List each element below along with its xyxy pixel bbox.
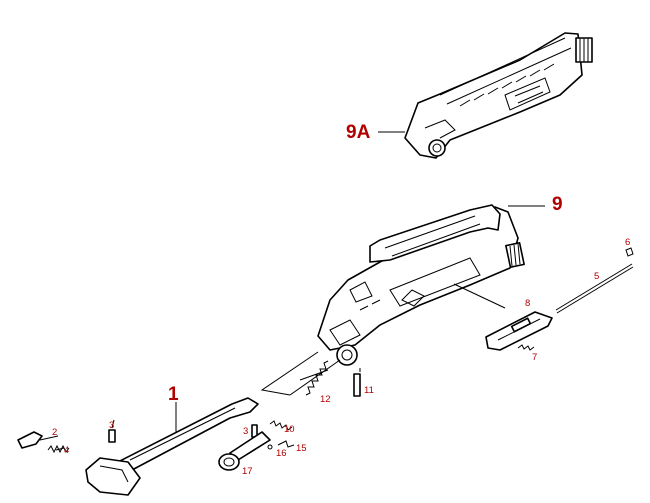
callout-6: 6 <box>625 237 630 248</box>
callout-16: 16 <box>276 448 287 459</box>
ejection-port-cover <box>485 311 553 351</box>
callout-10: 10 <box>284 424 295 435</box>
charging-handle <box>85 397 259 496</box>
callout-4: 4 <box>64 445 69 456</box>
callout-7: 7 <box>532 352 537 363</box>
callout-8: 8 <box>525 298 530 309</box>
callout-15: 15 <box>296 443 307 454</box>
pawl-detent <box>267 444 273 450</box>
flat-top-upper-receiver <box>404 32 593 159</box>
callout-1: 1 <box>168 384 179 405</box>
pawl <box>277 440 295 448</box>
forward-assist-spring <box>305 360 329 396</box>
callout-17: 17 <box>242 466 253 477</box>
callout-9a: 9A <box>346 122 371 143</box>
roll-pin-pawl <box>353 373 361 397</box>
forward-assist-plunger <box>218 431 271 471</box>
callout-9: 9 <box>552 194 563 215</box>
callout-2: 2 <box>52 427 57 438</box>
cover-spring <box>517 344 535 351</box>
ejection-port-rod <box>555 263 634 314</box>
upper-receiver-carry-handle <box>317 204 525 366</box>
callout-11: 11 <box>364 385 374 396</box>
latch <box>17 431 43 449</box>
leader-lines <box>39 131 545 451</box>
callout-5: 5 <box>594 271 599 282</box>
callout-3-latch: 3 <box>109 420 114 431</box>
pawl-spring <box>269 420 293 431</box>
callout-12: 12 <box>320 394 331 405</box>
rod-clip <box>625 247 634 257</box>
callout-3-assist: 3 <box>243 426 248 437</box>
roll-pin-latch <box>108 429 116 443</box>
callout-labels: 9A 9 1 2 3 4 5 6 7 8 10 11 12 3 15 16 17 <box>52 122 630 477</box>
